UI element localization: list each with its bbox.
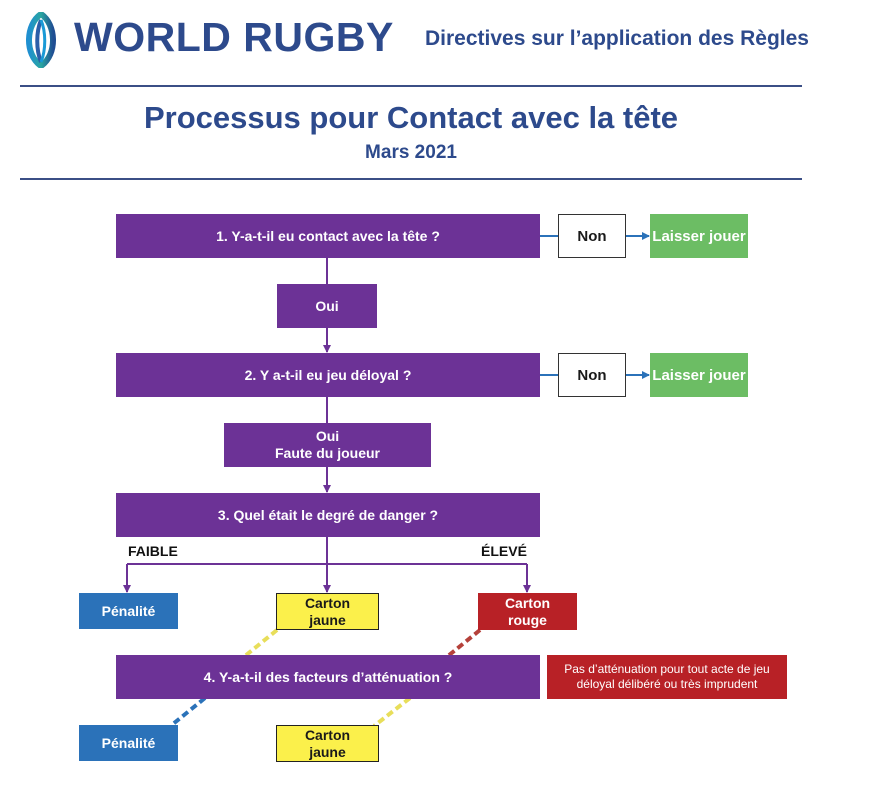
no-path-arrows xyxy=(540,232,650,379)
q1-non-box: Non xyxy=(558,214,626,258)
mitigated-yellow-card-box: Carton jaune xyxy=(276,725,379,762)
question-3-box: 3. Quel était le degré de danger ? xyxy=(116,493,540,537)
question-4-box: 4. Y-a-t-il des facteurs d’atténuation ? xyxy=(116,655,540,699)
penalty-box: Pénalité xyxy=(79,593,178,629)
page-date: Mars 2021 xyxy=(365,142,457,163)
world-rugby-logo xyxy=(18,12,64,68)
question-1-box: 1. Y-a-t-il eu contact avec la tête ? xyxy=(116,214,540,258)
faible-label: FAIBLE xyxy=(128,543,178,559)
q1-laisser-jouer-box: Laisser jouer xyxy=(650,214,748,258)
q1-oui-box: Oui xyxy=(277,284,377,328)
dashed-red-to-q4 xyxy=(446,628,482,658)
yellow-card-box: Carton jaune xyxy=(276,593,379,630)
q2-laisser-jouer-box: Laisser jouer xyxy=(650,353,748,397)
question-2-box: 2. Y a-t-il eu jeu déloyal ? xyxy=(116,353,540,397)
dashed-q4-to-penalty xyxy=(171,696,207,726)
no-mitigation-note: Pas d’atténuation pour tout acte de jeu … xyxy=(547,655,787,699)
page-title: Processus pour Contact avec la tête xyxy=(143,100,679,135)
dashed-q4-to-yellow xyxy=(372,696,412,728)
brand-name: WORLD RUGBY xyxy=(74,14,394,60)
q2-non-box: Non xyxy=(558,353,626,397)
yes-path-arrows xyxy=(123,258,531,593)
q2-oui-faute-box: Oui Faute du joueur xyxy=(224,423,431,467)
header-subtitle: Directives sur l’application des Règles xyxy=(425,27,809,50)
rugby-ball-logo-icon xyxy=(26,12,56,68)
red-card-box: Carton rouge xyxy=(478,593,577,630)
dashed-yellow-to-q4 xyxy=(243,628,279,658)
mitigated-penalty-box: Pénalité xyxy=(79,725,178,761)
header-divider xyxy=(20,85,802,87)
title-divider xyxy=(20,178,802,180)
eleve-label: ÉLEVÉ xyxy=(481,543,527,559)
